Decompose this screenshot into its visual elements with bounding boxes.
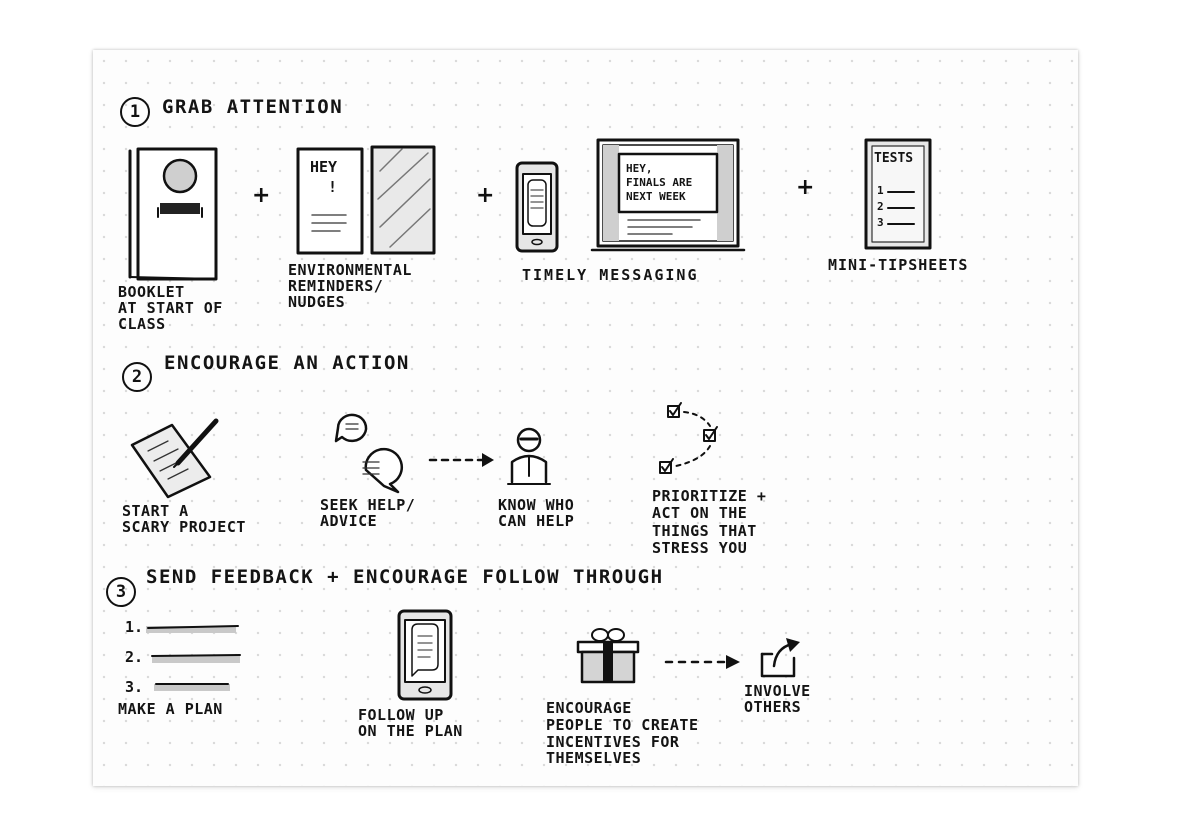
phone-followup-sketch [397,609,453,701]
checklist-path-sketch [659,402,718,474]
tipsheet-sketch [864,138,932,250]
dashed-arrow [664,655,740,669]
gift-icon [576,628,640,684]
timely-messaging-label: TIMELY MESSAGING [522,266,699,284]
booklet-label: BOOKLET AT START OF CLASS [118,283,223,333]
dashed-arrow [428,453,494,467]
paper-pen-sketch [130,418,219,499]
phone-sketch [515,161,559,253]
tipsheet-item-3: 3 [877,216,884,229]
poster-exclamation: ! [328,178,338,196]
poster-hey-text: HEY [310,158,338,176]
environmental-posters-sketch [296,145,436,255]
section-3-number: 3 [106,577,136,607]
involve-others-label: INVOLVE OTHERS [744,682,811,716]
section-3-title: SEND FEEDBACK + ENCOURAGE FOLLOW THROUGH [146,566,664,588]
plan-item-1: 1. [125,618,144,636]
speech-bubbles-icon [334,413,403,494]
section-2-title: ENCOURAGE AN ACTION [164,352,410,374]
make-plan-label: MAKE A PLAN [118,700,223,718]
plus-sign: + [796,175,815,200]
share-icon [760,638,800,678]
follow-up-label: FOLLOW UP ON THE PLAN [358,706,463,740]
plus-sign: + [476,183,495,208]
tipsheet-item-1: 1 [877,184,884,197]
section-1-number: 1 [120,97,150,127]
incentives-label: ENCOURAGE PEOPLE TO CREATE INCENTIVES FO… [546,699,699,768]
tipsheet-title: TESTS [874,151,914,166]
tipsheet-item-2: 2 [877,200,884,213]
monitor-sketch [590,138,746,252]
start-project-label: START A SCARY PROJECT [122,502,246,536]
mini-tipsheets-label: MINI-TIPSHEETS [828,256,969,274]
environmental-label: ENVIRONMENTAL REMINDERS/ NUDGES [288,261,412,311]
know-who-label: KNOW WHO CAN HELP [498,496,575,530]
plan-lines-sketch [146,625,241,691]
section-2-number: 2 [122,362,152,392]
person-icon [507,427,551,485]
prioritize-label: PRIORITIZE + ACT ON THE THINGS THAT STRE… [652,487,767,557]
booklet-sketch [128,147,218,281]
seek-help-label: SEEK HELP/ ADVICE [320,496,416,530]
plan-item-2: 2. [125,648,144,666]
section-1-title: GRAB ATTENTION [162,96,344,118]
plan-item-3: 3. [125,678,144,696]
monitor-message: HEY, FINALS ARE NEXT WEEK [626,162,693,203]
plus-sign: + [252,183,271,208]
